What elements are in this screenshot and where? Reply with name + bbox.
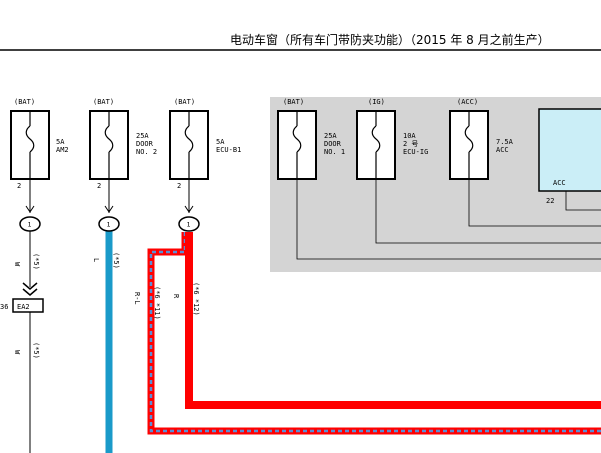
fuse-rating: 5A — [56, 138, 65, 146]
wire-acc-relay — [565, 191, 601, 211]
fuse-source-label: (BAT) — [283, 98, 304, 106]
fuse-name-2: NO. 1 — [324, 148, 345, 156]
wire-color-code: R — [172, 294, 180, 299]
junction-id: 36 — [0, 303, 8, 311]
wire-note: (*5) — [112, 252, 120, 269]
fuse-name: AM2 — [56, 146, 69, 154]
fuse-name: ECU-B1 — [216, 146, 241, 154]
fuse-name: DOOR — [324, 140, 342, 148]
double-chevron-icon — [22, 282, 38, 296]
junction-ea2: 36 EA2 — [0, 298, 44, 313]
fuse-name-2: ECU-IG — [403, 148, 428, 156]
arrow-down-icon — [104, 205, 114, 213]
arrow-down-icon — [184, 205, 194, 213]
fuse-name: 2 号 — [403, 140, 418, 148]
connector-3: 1 — [178, 216, 200, 232]
fuse-am2: (BAT) 5A AM2 2 — [10, 98, 69, 190]
fuse-rating: 7.5A — [496, 138, 514, 146]
wire-color-code: W — [13, 262, 21, 267]
fuse-pin: 2 — [17, 182, 21, 190]
wire-color-code: W — [13, 350, 21, 355]
wire-red — [185, 232, 601, 409]
fuse-symbol-icon — [371, 112, 381, 178]
fuse-ecu-ig: (IG) 10A 2 号 ECU-IG — [356, 98, 428, 180]
wire-acc — [468, 179, 601, 227]
wire-color-code: L — [92, 258, 100, 262]
fuse-rating: 25A — [136, 132, 149, 140]
wire-ecu-ig — [375, 179, 601, 244]
fuse-symbol-icon — [292, 112, 302, 178]
fuse-source-label: (BAT) — [14, 98, 35, 106]
fuse-ecu-b1: (BAT) 5A ECU-B1 2 — [169, 98, 241, 190]
junction-label: EA2 — [17, 303, 30, 311]
wire-door-no1 — [296, 179, 601, 260]
arrow-down-icon — [25, 205, 35, 213]
fuse-pin: 2 — [97, 182, 101, 190]
fuse-source-label: (ACC) — [457, 98, 478, 106]
wire-note: (*5) — [32, 253, 40, 270]
fuse-rating: 5A — [216, 138, 225, 146]
connector-1: 1 — [19, 216, 41, 232]
connector-number: 1 — [107, 221, 111, 229]
wire-note: (*6 *11) — [153, 286, 161, 320]
fuse-symbol-icon — [184, 112, 194, 178]
fuse-name: DOOR — [136, 140, 154, 148]
wire-note: (*6 *12) — [192, 282, 200, 316]
acc-relay-pin: 22 — [546, 197, 554, 205]
connector-number: 1 — [187, 221, 191, 229]
wire-note: (*5) — [32, 342, 40, 359]
fuse-symbol-icon — [104, 112, 114, 178]
fuse-symbol-icon — [464, 112, 474, 178]
acc-relay-label: ACC — [553, 179, 566, 187]
connector-number: 1 — [28, 221, 32, 229]
fuse-door-no2: (BAT) 25A DOOR NO. 2 2 — [89, 98, 157, 190]
fuse-rating: 25A — [324, 132, 337, 140]
wire-color-code: R-L — [133, 292, 141, 305]
fuse-source-label: (IG) — [368, 98, 385, 106]
fuse-name: ACC — [496, 146, 509, 154]
page-title: 电动车窗（所有车门带防夹功能）（2015 年 8 月之前生产） — [230, 32, 550, 47]
fuse-acc: (ACC) 7.5A ACC — [449, 98, 514, 180]
fuse-source-label: (BAT) — [93, 98, 114, 106]
fuse-rating: 10A — [403, 132, 416, 140]
connector-2: 1 — [98, 216, 120, 232]
fuse-symbol-icon — [25, 112, 35, 178]
fuse-pin: 2 — [177, 182, 181, 190]
fuse-name-2: NO. 2 — [136, 148, 157, 156]
fuse-source-label: (BAT) — [174, 98, 195, 106]
acc-relay-box — [538, 108, 601, 192]
